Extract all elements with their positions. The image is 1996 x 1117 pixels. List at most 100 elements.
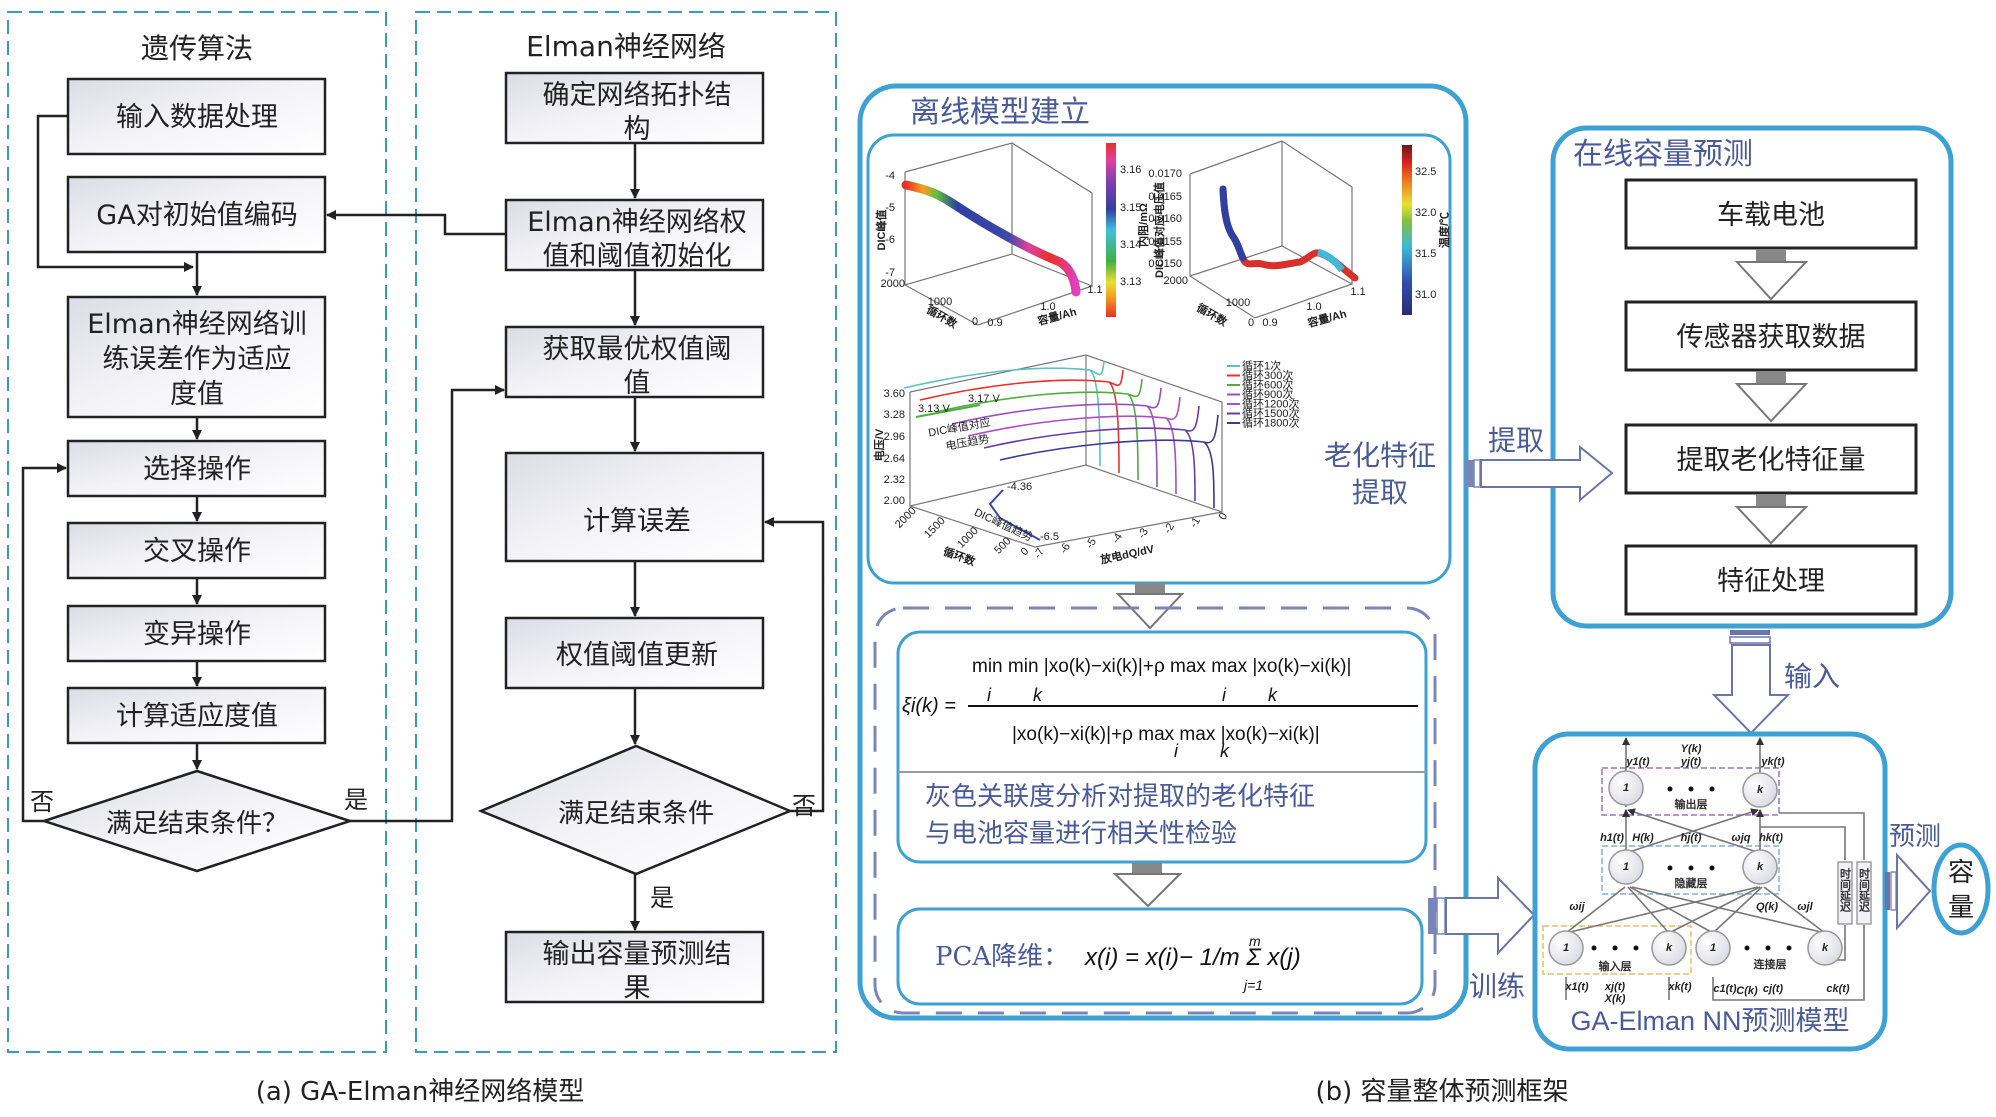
dqdv-curve	[999, 414, 1219, 509]
svg-text:i: i	[1174, 741, 1179, 761]
svg-text:权值阈值更新: 权值阈值更新	[556, 640, 718, 671]
svg-text:与电池容量进行相关性检验: 与电池容量进行相关性检验	[925, 819, 1237, 849]
offline-panel	[857, 83, 1469, 1021]
svg-text:1500: 1500	[922, 515, 948, 541]
svg-text:j=1: j=1	[1242, 977, 1263, 993]
svg-text:0: 0	[1018, 545, 1031, 558]
svg-text:2000: 2000	[881, 278, 905, 290]
svg-text:-7: -7	[885, 267, 895, 279]
svg-text:温度/℃: 温度/℃	[1437, 212, 1451, 248]
dic-peak-curve	[901, 180, 1081, 297]
svg-text:3.17 V: 3.17 V	[968, 393, 1000, 405]
svg-text:-6: -6	[1058, 541, 1073, 555]
svg-text:输入层: 输入层	[1599, 959, 1632, 973]
svg-text:k: k	[1220, 741, 1230, 761]
ga-step-crossover: 交叉操作	[66, 521, 327, 580]
svg-text:yj(t): yj(t)	[1680, 756, 1702, 768]
input-arrow	[1711, 630, 1791, 735]
svg-text:3.13 V: 3.13 V	[918, 403, 950, 415]
context-node-1	[1695, 930, 1731, 966]
train-arrow	[1428, 875, 1536, 956]
svg-text:k: k	[1033, 685, 1043, 705]
legend-label: 循环300次	[1242, 368, 1293, 382]
svg-text:k: k	[1666, 942, 1673, 954]
ga-yes-label: 是	[344, 786, 368, 814]
feature-analysis-frame	[873, 606, 1437, 1015]
svg-text:2.32: 2.32	[884, 474, 905, 486]
elman-column-frame	[415, 11, 837, 1053]
svg-text:时间延迟: 时间延迟	[1839, 867, 1853, 913]
svg-text:k: k	[1822, 942, 1829, 954]
ga-step-encode: GA对初始值编码	[66, 175, 327, 254]
input-layer-frame	[1542, 925, 1692, 975]
svg-text:1.0: 1.0	[1306, 301, 1321, 313]
svg-text:构: 构	[624, 114, 651, 145]
svg-text:计算误差: 计算误差	[583, 506, 691, 537]
elman-yes-label: 是	[650, 884, 674, 912]
svg-text:k: k	[1757, 784, 1764, 796]
svg-text:量: 量	[1948, 893, 1974, 923]
time-delay-box-1	[1837, 861, 1853, 925]
svg-text:果: 果	[624, 973, 651, 1004]
predict-arrow	[1885, 852, 1932, 931]
svg-text:时间延迟: 时间延迟	[1858, 867, 1872, 913]
svg-text:1000: 1000	[1226, 297, 1250, 309]
pca-formula: x(i) = x(i)− 1/m Σ x(j)	[1084, 944, 1301, 971]
svg-text:度值: 度值	[170, 379, 224, 410]
grey-relation-numerator: min min |xo(k)−xi(k)|+ρ max max |xo(k)−x…	[972, 656, 1351, 677]
legend-label: 循环1次	[1242, 359, 1281, 373]
svg-text:变异操作: 变异操作	[143, 619, 251, 650]
svg-text:1: 1	[1623, 782, 1629, 794]
legend-label: 循环1800次	[1242, 416, 1299, 430]
ga-step-input-processing: 输入数据处理	[66, 77, 327, 156]
svg-text:-6: -6	[885, 234, 895, 246]
svg-text:xk(t): xk(t)	[1667, 981, 1692, 993]
svg-text:3.13: 3.13	[1120, 276, 1141, 288]
svg-text:GA对初始值编码: GA对初始值编码	[96, 200, 297, 231]
svg-text:连接层: 连接层	[1754, 957, 1787, 971]
svg-text:0.9: 0.9	[987, 317, 1002, 329]
svg-text:DIC峰值: DIC峰值	[874, 210, 888, 251]
svg-text:交叉操作: 交叉操作	[143, 536, 251, 567]
svg-text:-4.36: -4.36	[1007, 481, 1032, 493]
svg-text:-3: -3	[1136, 526, 1151, 540]
input-node-k	[1651, 930, 1687, 966]
plot-resistance-3d: 0.0170 0.0165 0.0160 0.0155 0.0150 2000 …	[1136, 140, 1451, 330]
svg-text:1.1: 1.1	[1350, 286, 1365, 298]
svg-text:3.28: 3.28	[884, 409, 905, 421]
svg-text:1: 1	[1563, 942, 1569, 954]
svg-text:32.5: 32.5	[1415, 166, 1436, 178]
dqdv-curves	[903, 360, 1219, 509]
elman-network-diagram: 时间延迟 时间延迟 1 k 1 k 1 k 1 k	[1542, 737, 1872, 1005]
svg-text:0.0155: 0.0155	[1148, 236, 1182, 248]
svg-text:选择操作: 选择操作	[143, 454, 251, 485]
svg-text:k: k	[1268, 685, 1278, 705]
svg-text:灰色关联度分析对提取的老化特征: 灰色关联度分析对提取的老化特征	[925, 782, 1315, 812]
svg-text:i: i	[987, 685, 992, 705]
svg-text:2000: 2000	[1164, 275, 1188, 287]
svg-text:-4: -4	[1110, 531, 1125, 545]
elman-step-topology: 确定网络拓扑结 构	[504, 71, 765, 145]
caption-b: (b) 容量整体预测框架	[1315, 1077, 1568, 1107]
plot3-legend: 循环1次循环300次循环600次循环900次循环1200次循环1500次循环18…	[1227, 359, 1299, 430]
svg-text:-4: -4	[885, 170, 895, 182]
svg-text:H(k): H(k)	[1632, 832, 1654, 844]
svg-text:放电dQ/dV: 放电dQ/dV	[1098, 541, 1156, 566]
elman-step-optimal: 获取最优权值阈 值	[504, 325, 765, 399]
output-node-k	[1742, 772, 1778, 808]
svg-text:PCA降维：: PCA降维：	[935, 942, 1069, 972]
svg-text:C(k): C(k)	[1736, 985, 1758, 997]
online-panel	[1550, 125, 1954, 629]
plot-voltage-dqdv-3d: 3.60 3.28 2.96 2.64 2.32 2.00 电压/V 2000 …	[872, 354, 1299, 569]
svg-text:hk(t): hk(t)	[1759, 832, 1783, 844]
train-label: 训练	[1469, 970, 1525, 1003]
pca-box: PCA降维： x(i) = x(i)− 1/m Σ x(j) m j=1	[896, 907, 1424, 1006]
grey-relation-denominator: |xo(k)−xi(k)|+ρ max max |xo(k)−xi(k)|	[1012, 724, 1320, 745]
svg-text:满足结束条件: 满足结束条件	[558, 799, 714, 829]
panel-a: 遗传算法 Elman神经网络 输入数据处理 GA对初始值编码 Elman神经网络…	[7, 11, 837, 1107]
ga-step-mutation: 变异操作	[66, 604, 327, 663]
extract-arrow	[1466, 444, 1614, 503]
svg-text:输出容量预测结: 输出容量预测结	[543, 939, 732, 970]
svg-text:i: i	[1222, 685, 1227, 705]
nn-model-title: GA-Elman NN预测模型	[1570, 1006, 1849, 1036]
